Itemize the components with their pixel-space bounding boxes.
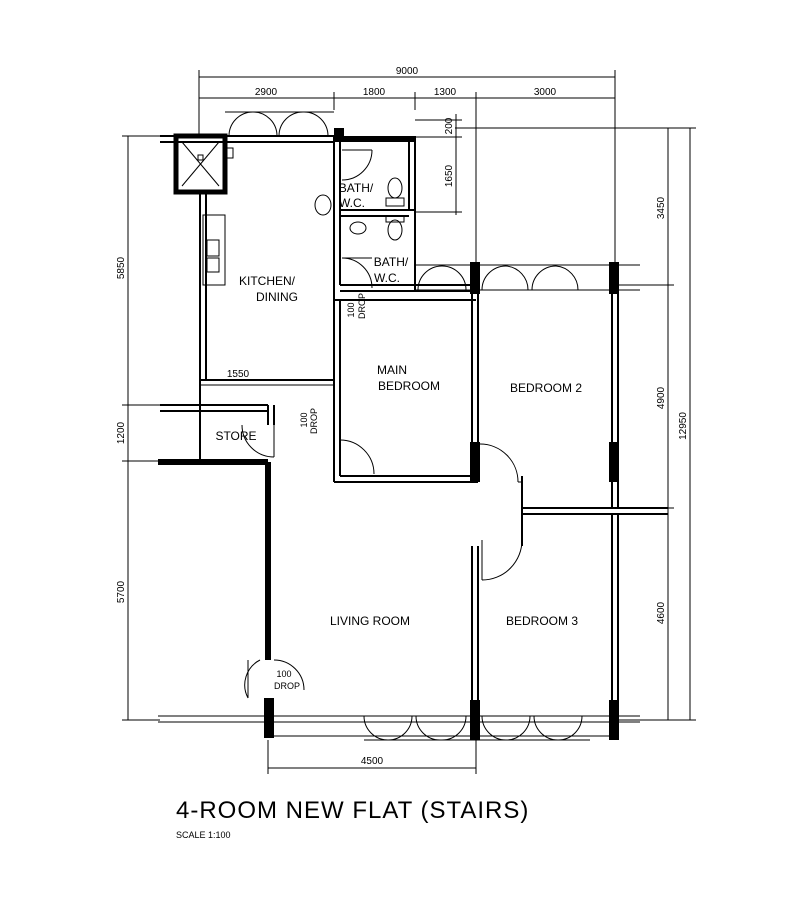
dim-bath-height: 1650 [444, 164, 455, 187]
dim-top-overall: 9000 [396, 66, 419, 77]
bath2-label-line2: W.C. [374, 271, 400, 285]
drop2-value: 100 [299, 412, 309, 427]
living-room-label: LIVING ROOM [330, 614, 410, 628]
walls [158, 133, 668, 737]
right-dimensions: 3450 4900 4600 12950 [455, 127, 696, 721]
drop3-value: 100 [276, 669, 291, 679]
plan-scale: SCALE 1:100 [176, 830, 231, 840]
dim-living-width: 4500 [361, 756, 384, 767]
dim-left-3: 5700 [116, 580, 127, 603]
dim-left-2: 1200 [116, 421, 127, 444]
bath-dimensions: 200 1650 [415, 114, 462, 215]
kitchen-label-line1: KITCHEN/ [239, 274, 296, 288]
bedroom2-label: BEDROOM 2 [510, 381, 582, 395]
dim-top-3: 1300 [434, 87, 457, 98]
store-dimension: 1550 [227, 369, 250, 380]
columns [264, 128, 619, 740]
left-dimensions: 5850 1200 5700 [116, 135, 200, 721]
main-bedroom-label-line2: BEDROOM [378, 379, 440, 393]
bottom-dimension: 4500 [267, 740, 477, 774]
plan-title: 4-ROOM NEW FLAT (STAIRS) [176, 797, 529, 824]
bath-fixtures [314, 177, 405, 241]
dim-store-width: 1550 [227, 369, 250, 380]
dim-right-3: 4600 [656, 601, 667, 624]
dim-top-4: 3000 [534, 87, 557, 98]
dim-top-1: 2900 [255, 87, 278, 98]
drop2-label: DROP [309, 408, 319, 434]
dim-right-overall: 12950 [678, 412, 689, 440]
windows [225, 111, 590, 741]
main-bedroom-label-line1: MAIN [377, 363, 407, 377]
bath2-label-line1: BATH/ [374, 255, 409, 269]
drop1-value: 100 [346, 302, 356, 317]
dim-top-2: 1800 [363, 87, 386, 98]
bedroom3-label: BEDROOM 3 [506, 614, 578, 628]
drop-labels: 100 DROP 100 DROP 100 DROP [274, 293, 367, 691]
dim-right-1: 3450 [656, 196, 667, 219]
bath1-label-line1: BATH/ [339, 181, 374, 195]
drop1-label: DROP [357, 293, 367, 319]
store-label: STORE [215, 429, 256, 443]
bath1-label-line2: W.C. [339, 196, 365, 210]
dim-top-small: 200 [444, 117, 455, 134]
top-dimensions: 9000 2900 1800 1300 3000 [198, 66, 616, 265]
drop3-label: DROP [274, 681, 300, 691]
dim-right-2: 4900 [656, 386, 667, 409]
kitchen-label-line2: DINING [256, 290, 298, 304]
doors [241, 149, 523, 699]
room-labels: KITCHEN/ DINING BATH/ W.C. BATH/ W.C. MA… [215, 181, 582, 628]
dim-left-1: 5850 [116, 256, 127, 279]
